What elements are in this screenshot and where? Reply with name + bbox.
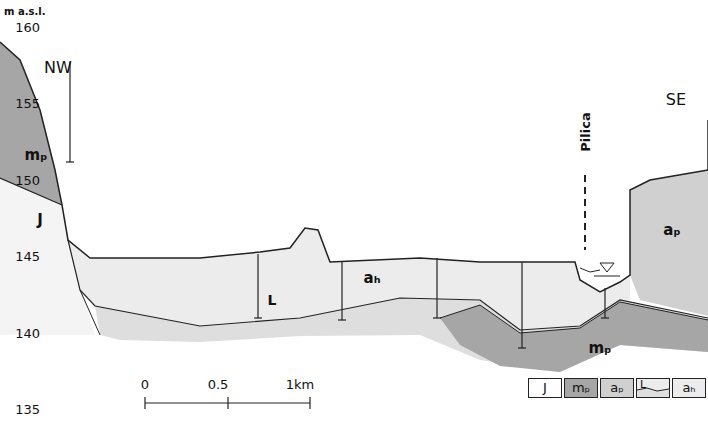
legend-text: aₕ <box>673 379 705 397</box>
axis-unit: m a.s.l. <box>4 7 45 17</box>
unit-label: mₚ <box>25 148 48 163</box>
axis-tick-label: 160 <box>15 21 40 34</box>
axis-tick-label: 135 <box>15 403 40 416</box>
legend-swatch: aₚ <box>600 378 634 398</box>
legend-swatch: J <box>528 378 562 398</box>
legend-text: J <box>529 379 561 397</box>
legend-swatch: L <box>636 378 670 398</box>
scale-label: 0.5 <box>208 378 229 391</box>
legend-swatch: mₚ <box>564 378 598 398</box>
axis-tick-label: 155 <box>15 97 40 110</box>
axis-tick-label: 150 <box>15 174 40 187</box>
unit-label: J <box>37 213 43 228</box>
direction-label: SE <box>666 92 686 108</box>
unit-label: mₚ <box>589 341 612 356</box>
direction-label: NW <box>44 60 72 76</box>
legend-text: mₚ <box>565 379 597 397</box>
unit-label: L <box>268 293 277 307</box>
axis-tick-label: 140 <box>15 327 40 340</box>
unit-label: aₚ <box>663 223 680 238</box>
unit-label: aₕ <box>364 271 381 286</box>
legend-text: L <box>637 379 669 390</box>
river-name: Pilica <box>579 112 592 151</box>
scale-label: 1km <box>286 378 314 391</box>
legend-text: aₚ <box>601 379 633 397</box>
scale-label: 0 <box>141 378 149 391</box>
axis-tick-label: 145 <box>15 250 40 263</box>
legend-swatch: aₕ <box>672 378 706 398</box>
